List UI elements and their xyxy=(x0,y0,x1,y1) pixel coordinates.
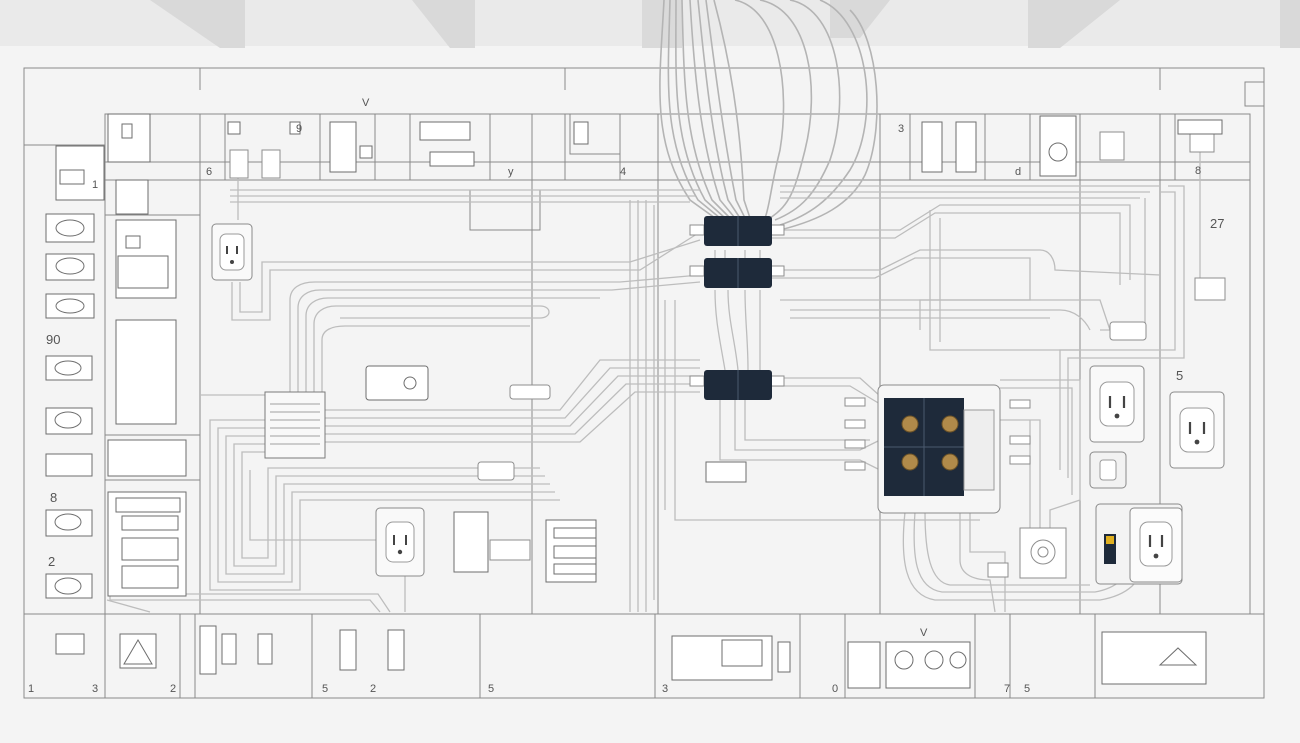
label-mid-4: 4 xyxy=(620,166,626,178)
label-bottom-2a: 2 xyxy=(170,683,176,695)
junction-module-top xyxy=(704,216,772,246)
label-right-8: 8 xyxy=(1195,165,1201,177)
switch-plate xyxy=(1089,451,1127,489)
outlet-right-upper xyxy=(1089,365,1145,443)
label-bottom-0: 0 xyxy=(832,683,838,695)
label-right-3: 3 xyxy=(898,123,904,135)
label-mid-9: 9 xyxy=(296,123,302,135)
label-top-v: V xyxy=(362,97,370,109)
label-left-2: 2 xyxy=(48,554,55,569)
label-left-90: 90 xyxy=(46,332,60,347)
bottom-row-symbols xyxy=(119,625,1207,689)
label-mid-d: d xyxy=(1015,166,1021,178)
label-bottom-3: 3 xyxy=(92,683,98,695)
label-bottom-3b: 3 xyxy=(662,683,668,695)
diagram-labels: V 1 90 2 8 6 27 3 5 8 y 4 d 9 1 3 2 5 2 … xyxy=(28,97,1224,695)
label-mid-y: y xyxy=(508,166,514,178)
ceiling-wire-bundle xyxy=(659,0,878,231)
label-bottom-5c: 5 xyxy=(1024,683,1030,695)
breaker-panel xyxy=(877,384,1001,514)
label-bottom-5a: 5 xyxy=(322,683,328,695)
label-left-8: 8 xyxy=(50,490,57,505)
outlet-upper-left xyxy=(211,223,253,281)
outlet-lower-middle xyxy=(375,507,425,577)
label-right-5: 5 xyxy=(1176,368,1183,383)
terminal-block xyxy=(264,391,326,459)
label-bottom-1: 1 xyxy=(28,683,34,695)
outlet-right-far xyxy=(1169,391,1225,469)
label-bottom-2b: 2 xyxy=(370,683,376,695)
label-bottom-v: V xyxy=(920,627,928,639)
wire-terminals xyxy=(229,131,1226,579)
label-bottom-7: 7 xyxy=(1004,683,1010,695)
ceiling-beams xyxy=(0,0,1300,48)
junction-module-bottom xyxy=(704,370,772,400)
diagram-frame xyxy=(23,67,1265,699)
left-column-symbols xyxy=(45,113,187,655)
label-left-1: 1 xyxy=(92,179,98,191)
junction-module-middle xyxy=(704,258,772,288)
mid-symbols xyxy=(365,365,747,583)
label-bottom-5b: 5 xyxy=(488,683,494,695)
label-left-6: 6 xyxy=(206,166,212,178)
label-right-27: 27 xyxy=(1210,216,1224,231)
outlet-right-lower xyxy=(1095,503,1183,585)
top-row-symbols xyxy=(227,115,1223,177)
